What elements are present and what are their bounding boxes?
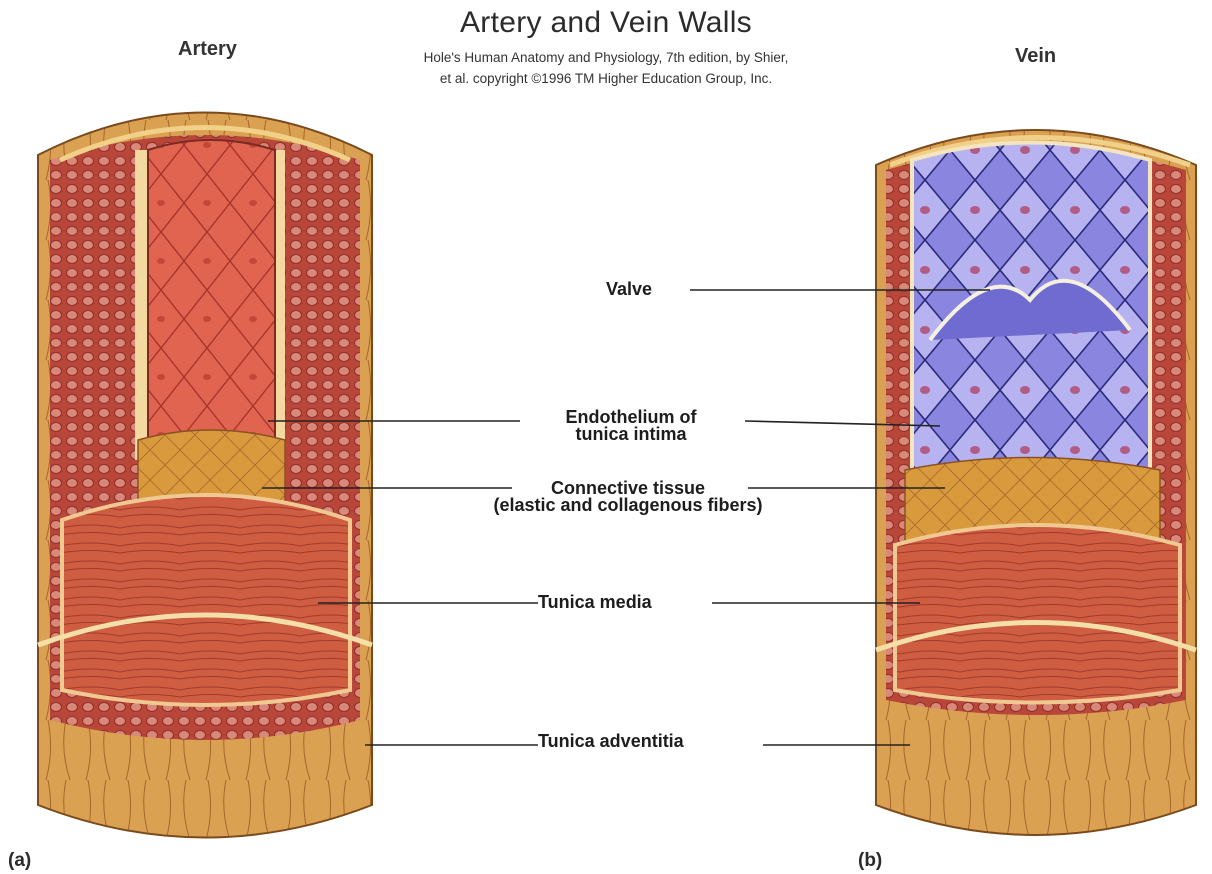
vein-heading: Vein [1015, 45, 1056, 68]
citation-line-2: et al. copyright ©1996 TM Higher Educati… [0, 71, 1212, 86]
label-valve: Valve [606, 281, 652, 298]
label-connective-tissue: Connective tissue (elastic and collageno… [410, 480, 846, 514]
vein-drawing [876, 130, 1196, 835]
diagram-title: Artery and Vein Walls [0, 6, 1212, 40]
artery-heading: Artery [178, 38, 237, 61]
panel-label-a: (a) [8, 850, 31, 872]
label-connective-line2: (elastic and collagenous fibers) [410, 497, 846, 514]
label-endothelium: Endothelium of tunica intima [514, 409, 748, 443]
label-tunica-adventitia: Tunica adventitia [538, 733, 684, 750]
panel-label-b: (b) [858, 850, 882, 872]
label-endothelium-line2: tunica intima [514, 426, 748, 443]
label-tunica-media: Tunica media [538, 594, 652, 611]
artery-drawing [38, 113, 372, 838]
